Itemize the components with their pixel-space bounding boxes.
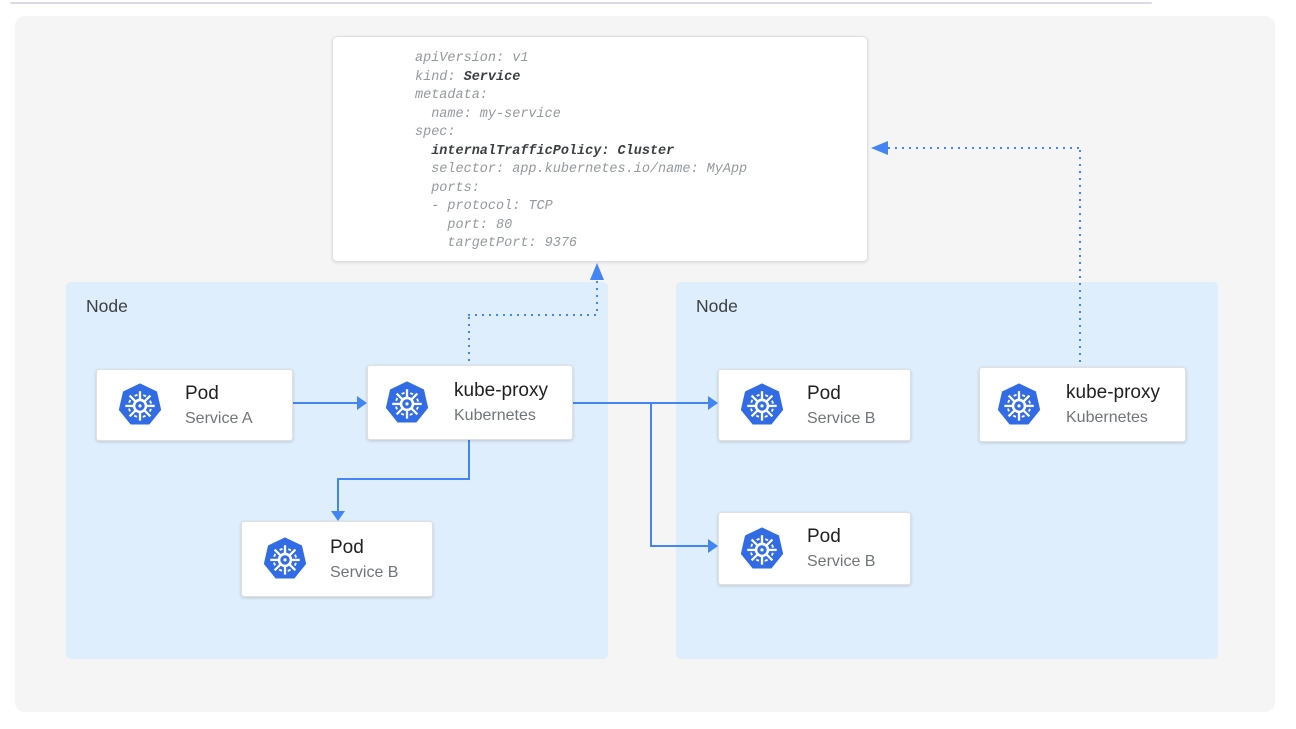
yaml-line: spec: (415, 125, 456, 140)
card-subtitle: Kubernetes (454, 407, 536, 424)
arrowhead-left-icon (871, 141, 888, 155)
pod-b-right-bottom-card: Pod Service B (718, 512, 911, 585)
kubernetes-icon (262, 535, 308, 583)
yaml-line: name: my-service (415, 106, 561, 122)
arrow-pod-a-to-kube-proxy (293, 402, 357, 404)
node-label: Node (696, 296, 738, 316)
top-divider-rule (10, 2, 1152, 4)
kubernetes-icon (996, 381, 1042, 429)
node-label: Node (86, 296, 128, 316)
yaml-line: internalTrafficPolicy: Cluster (431, 143, 675, 159)
node-box-left: Node (66, 282, 608, 659)
card-title: Pod (807, 526, 841, 547)
card-subtitle: Service B (807, 553, 876, 570)
card-title: Pod (807, 382, 841, 404)
yaml-line: ports: (415, 180, 480, 196)
yaml-line: kind: Service (415, 69, 521, 85)
dotted-arrow-kube-proxy-left-to-service-seg3 (596, 281, 598, 315)
kubernetes-icon (739, 525, 785, 573)
kubernetes-icon (384, 379, 430, 427)
kubernetes-icon (739, 381, 785, 429)
dotted-arrow-kube-proxy-left-to-service-seg1 (468, 317, 470, 365)
yaml-line: - protocol: TCP (415, 199, 553, 214)
arrowhead-right-icon (708, 396, 718, 410)
dotted-arrow-kube-proxy-left-to-service-seg2 (468, 314, 598, 316)
card-subtitle: Kubernetes (1066, 409, 1148, 426)
yaml-line: apiVersion: v1 (415, 51, 529, 66)
yaml-line: port: 80 (415, 217, 513, 233)
pod-b-right-top-card: Pod Service B (718, 369, 911, 441)
card-subtitle: Service B (330, 563, 399, 581)
node-box-right: Node (676, 282, 1218, 659)
kube-proxy-right-card: kube-proxy Kubernetes (979, 367, 1186, 442)
arrowhead-up-icon (590, 263, 604, 280)
card-title: kube-proxy (1066, 382, 1160, 403)
card-title: Pod (330, 536, 364, 558)
pod-a-card: Pod Service A (96, 369, 293, 441)
card-subtitle: Service A (185, 409, 253, 427)
kube-proxy-left-card: kube-proxy Kubernetes (367, 365, 573, 440)
pod-b-left-card: Pod Service B (241, 521, 433, 597)
arrow-kube-proxy-to-pod-b-right-top (573, 402, 708, 404)
arrow-branch-down-seg (650, 402, 652, 546)
arrowhead-down-icon (331, 511, 345, 521)
service-yaml-panel: apiVersion: v1 kind: Service metadata: n… (332, 36, 868, 262)
arrow-kube-proxy-to-pod-b-left-seg2 (337, 478, 470, 480)
arrowhead-right-icon (357, 396, 367, 410)
arrowhead-right-icon (708, 539, 718, 553)
yaml-line: metadata: (415, 88, 488, 103)
yaml-line: selector: app.kubernetes.io/name: MyApp (415, 162, 748, 177)
dotted-arrow-kube-proxy-right-to-service-seg1 (1079, 150, 1081, 367)
arrow-kube-proxy-to-pod-b-left-seg1 (468, 440, 470, 480)
kubernetes-icon (117, 381, 163, 429)
yaml-line: targetPort: 9376 (415, 236, 578, 251)
card-title: kube-proxy (454, 380, 548, 401)
arrow-kube-proxy-to-pod-b-left-seg3 (337, 478, 339, 511)
dotted-arrow-kube-proxy-right-to-service-seg2 (888, 147, 1081, 149)
card-subtitle: Service B (807, 409, 876, 427)
card-title: Pod (185, 382, 219, 404)
arrow-branch-to-pod-b-right-bottom (650, 545, 708, 547)
